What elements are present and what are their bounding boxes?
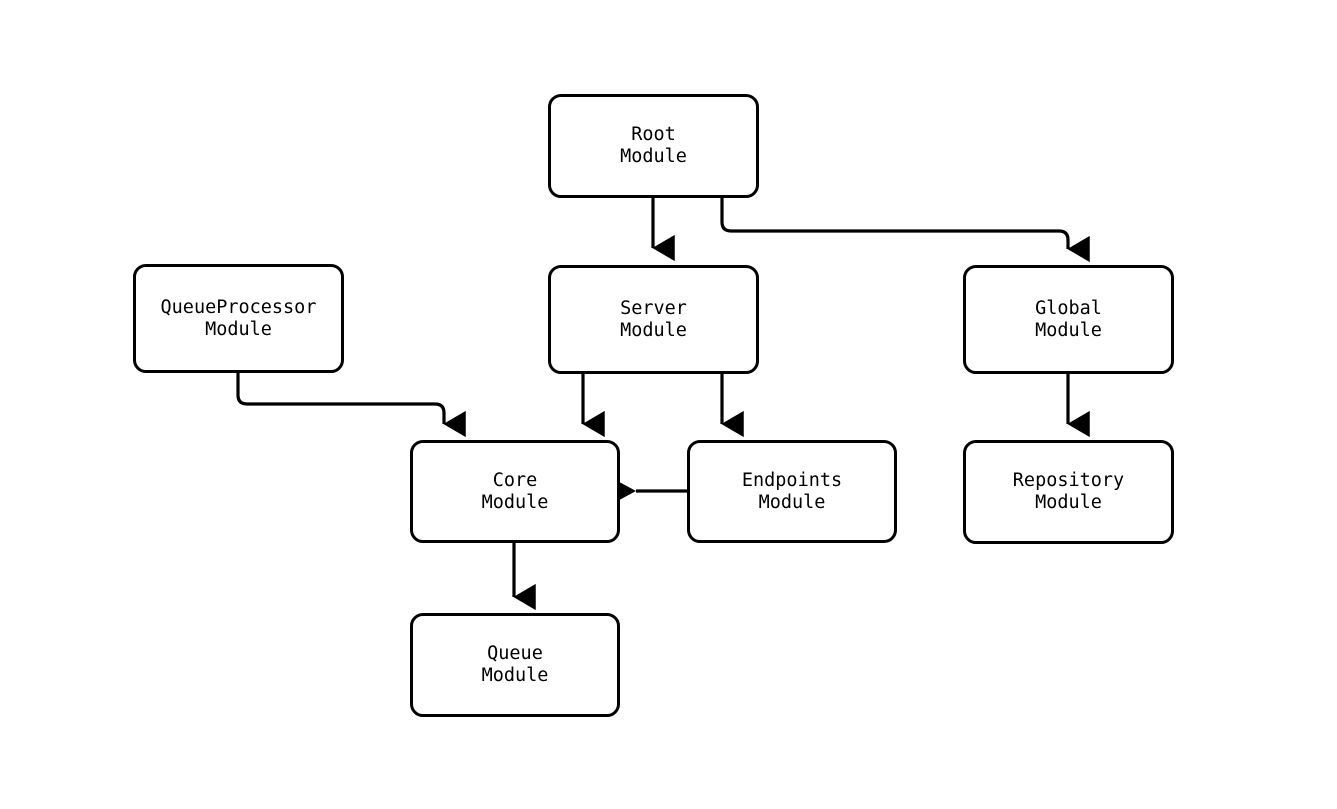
node-core-module-label-line2: Module — [481, 491, 549, 513]
node-repository-module-label-line1: Repository — [1012, 470, 1125, 491]
node-global-module-label-line2: Module — [1035, 319, 1102, 341]
node-queue-module-label-line2: Module — [481, 665, 549, 686]
node-root-module-label-line1: Root — [631, 124, 676, 145]
node-repository-module-label-line2: Module — [1035, 492, 1102, 513]
node-root-module-label-line2: Module — [620, 146, 687, 167]
node-global-module-label-line1: Global — [1035, 297, 1102, 319]
node-repository-module[interactable]: Repository Module — [963, 440, 1174, 544]
node-queueprocessor-module-label-line2: Module — [205, 318, 272, 340]
node-core-module-label-line1: Core — [492, 469, 538, 491]
node-endpoints-module-label-line1: Endpoints — [741, 469, 843, 491]
node-endpoints-module[interactable]: Endpoints Module — [687, 440, 897, 543]
node-endpoints-module-label-line2: Module — [758, 491, 826, 513]
node-queueprocessor-module[interactable]: QueueProcessor Module — [133, 264, 344, 373]
edge-queueprocessor-core — [236, 373, 466, 438]
edge-root-global — [720, 198, 1090, 263]
node-core-module[interactable]: Core Module — [410, 440, 620, 543]
node-server-module[interactable]: Server Module — [548, 265, 759, 374]
node-server-module-label-line1: Server — [620, 297, 687, 319]
node-queue-module-label-line1: Queue — [487, 643, 543, 664]
node-server-module-label-line2: Module — [620, 319, 687, 341]
node-queueprocessor-module-label-line1: QueueProcessor — [160, 296, 317, 318]
node-root-module[interactable]: Root Module — [548, 94, 759, 198]
node-global-module[interactable]: Global Module — [963, 265, 1174, 374]
node-queue-module[interactable]: Queue Module — [410, 613, 620, 717]
